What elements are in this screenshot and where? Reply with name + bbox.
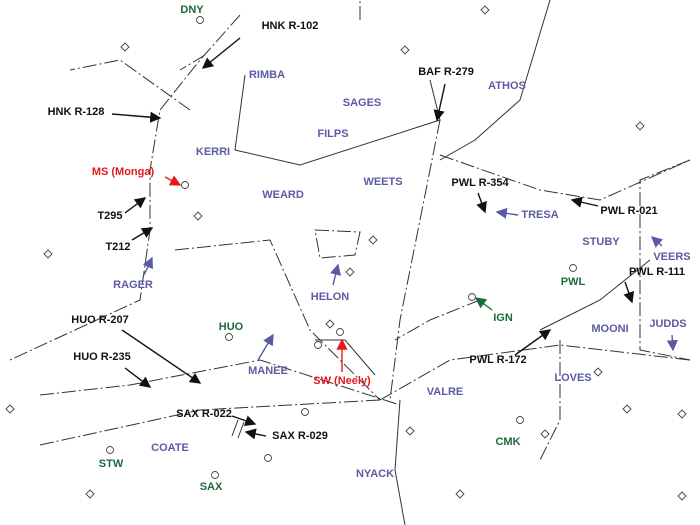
navaid-stw: STW (99, 458, 124, 470)
airway-lines (9, 0, 691, 525)
fix-veers: VEERS (653, 251, 690, 263)
navaid-cmk: CMK (495, 436, 520, 448)
fix-loves: LOVES (554, 372, 591, 384)
fix-rimba: RIMBA (249, 69, 285, 81)
fix-coate: COATE (151, 442, 189, 454)
label-ms-monga: MS (Monga) (92, 166, 155, 178)
fix-judds: JUDDS (649, 318, 686, 330)
radial-hnk-r102: HNK R-102 (262, 20, 319, 32)
fix-nyack: NYACK (356, 468, 394, 480)
navaid-dny: DNY (180, 4, 204, 16)
fix-mooni: MOONI (591, 323, 628, 335)
airway-t212: T212 (105, 241, 130, 253)
fix-manee: MANEE (248, 365, 288, 377)
navaid-pwl: PWL (561, 276, 586, 288)
label-sw-neely: SW (Neely) (313, 375, 371, 387)
fix-weets: WEETS (363, 176, 402, 188)
radial-pwl-r354: PWL R-354 (451, 177, 509, 189)
fix-weard: WEARD (262, 189, 304, 201)
navaid-symbols (5, 5, 687, 501)
radial-baf-r279: BAF R-279 (418, 66, 474, 78)
fix-kerri: KERRI (196, 146, 230, 158)
radial-pwl-r111: PWL R-111 (629, 266, 685, 278)
airway-t295: T295 (97, 210, 122, 222)
radial-pwl-r021: PWL R-021 (600, 205, 657, 217)
fix-rager: RAGER (113, 279, 153, 291)
radial-sax-r029: SAX R-029 (272, 430, 328, 442)
fix-athos: ATHOS (488, 80, 526, 92)
fix-sages: SAGES (343, 97, 382, 109)
radial-sax-r022: SAX R-022 (176, 408, 232, 420)
navaid-huo: HUO (219, 321, 244, 333)
fix-valre: VALRE (427, 386, 463, 398)
arrows (111, 37, 678, 440)
navaid-sax: SAX (200, 481, 223, 493)
fix-helon: HELON (311, 291, 350, 303)
fix-stuby: STUBY (582, 236, 620, 248)
navaid-ign: IGN (493, 312, 513, 324)
labels: DNY HNK R-102 RIMBA HNK R-128 SAGES BAF … (48, 4, 691, 493)
radial-pwl-r172: PWL R-172 (469, 354, 526, 366)
fix-tresa: TRESA (521, 209, 558, 221)
radial-huo-r235: HUO R-235 (73, 351, 130, 363)
radial-huo-r207: HUO R-207 (71, 314, 128, 326)
radial-hnk-r128: HNK R-128 (48, 106, 105, 118)
fix-filps: FILPS (317, 128, 348, 140)
